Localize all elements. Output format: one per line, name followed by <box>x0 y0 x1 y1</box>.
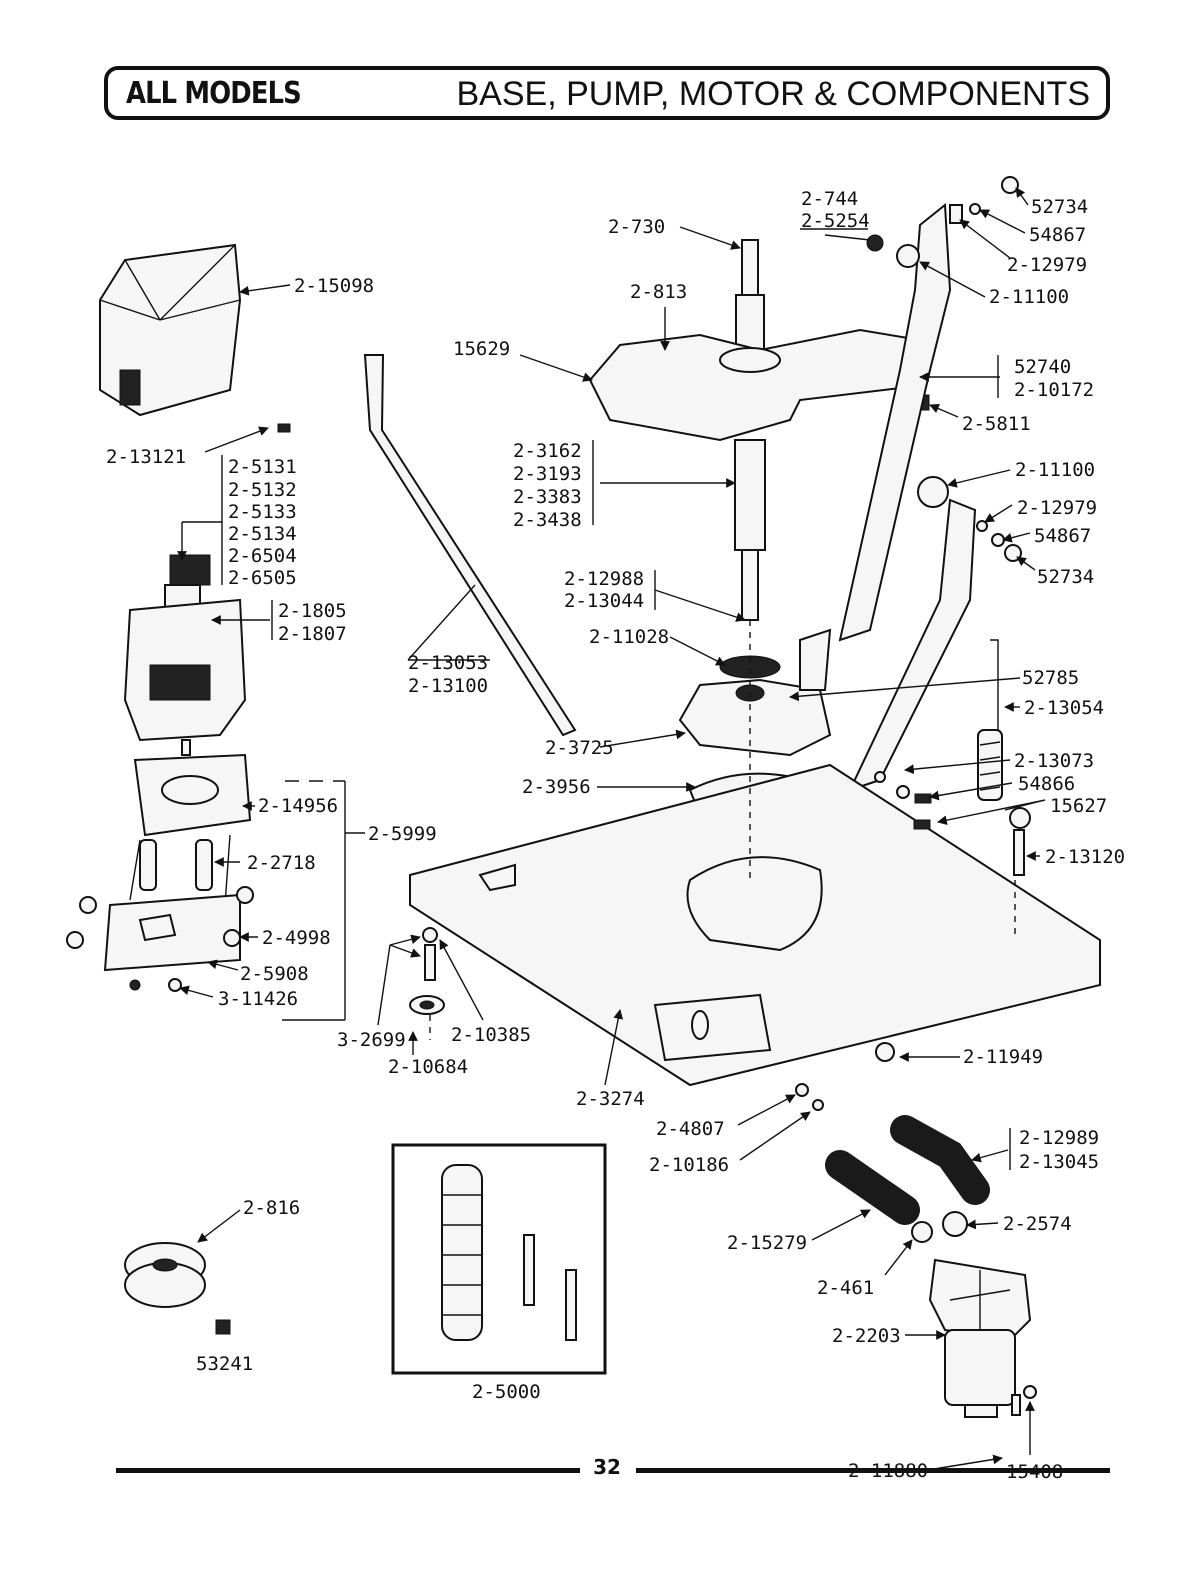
label-2-6504: 2-6504 <box>228 545 297 567</box>
label-2-10186: 2-10186 <box>649 1154 729 1176</box>
label-2-730: 2-730 <box>608 216 665 238</box>
label-2-13100: 2-13100 <box>408 675 488 697</box>
label-2-5254: 2-5254 <box>801 210 870 232</box>
label-2-3274: 2-3274 <box>576 1088 645 1110</box>
label-2-15098: 2-15098 <box>294 275 374 297</box>
label-15629: 15629 <box>453 338 510 360</box>
label-2-12988: 2-12988 <box>564 568 644 590</box>
label-2-10385: 2-10385 <box>451 1024 531 1046</box>
label-2-12979-top: 2-12979 <box>1007 254 1087 276</box>
label-52734-mid: 52734 <box>1037 566 1094 588</box>
label-2-6505: 2-6505 <box>228 567 297 589</box>
label-3-2699: 3-2699 <box>337 1029 406 1051</box>
label-15627: 15627 <box>1050 795 1107 817</box>
label-2-813: 2-813 <box>630 281 687 303</box>
label-52785: 52785 <box>1022 667 1079 689</box>
header-section-title: BASE, PUMP, MOTOR & COMPONENTS <box>456 75 1090 113</box>
label-2-2574: 2-2574 <box>1003 1213 1072 1235</box>
part-number-labels: 2-730 2-813 15629 2-744 2-5254 52734 548… <box>106 188 1125 1483</box>
label-2-15279: 2-15279 <box>727 1232 807 1254</box>
label-2-12989: 2-12989 <box>1019 1127 1099 1149</box>
label-2-5908: 2-5908 <box>240 963 309 985</box>
label-2-14956: 2-14956 <box>258 795 338 817</box>
label-2-13121: 2-13121 <box>106 446 186 468</box>
label-2-5134: 2-5134 <box>228 523 297 545</box>
footer-rule-right <box>636 1468 1110 1473</box>
label-2-11100-mid: 2-11100 <box>1015 459 1095 481</box>
label-2-13045: 2-13045 <box>1019 1151 1099 1173</box>
label-2-461: 2-461 <box>817 1277 874 1299</box>
label-52740: 52740 <box>1014 356 1071 378</box>
label-2-13073: 2-13073 <box>1014 750 1094 772</box>
motor-mount-part <box>66 753 254 992</box>
label-54867-top: 54867 <box>1029 224 1086 246</box>
label-2-13044: 2-13044 <box>564 590 644 612</box>
header-models-label: ALL MODELS <box>126 76 302 111</box>
foot-screw-part <box>409 927 445 1015</box>
motor-cover-part <box>99 243 242 417</box>
label-2-3162: 2-3162 <box>513 440 582 462</box>
base-plate-part <box>409 763 1101 1087</box>
label-54866: 54866 <box>1018 773 1075 795</box>
footer-rule-left <box>116 1468 580 1473</box>
label-2-2718: 2-2718 <box>247 852 316 874</box>
label-2-5811: 2-5811 <box>962 413 1031 435</box>
label-2-13054: 2-13054 <box>1024 697 1104 719</box>
label-2-11100-top: 2-11100 <box>989 286 1069 308</box>
label-53241: 53241 <box>196 1353 253 1375</box>
label-2-5132: 2-5132 <box>228 479 297 501</box>
motor-part <box>123 554 247 756</box>
label-3-11426: 3-11426 <box>218 988 298 1010</box>
label-54867-mid: 54867 <box>1034 525 1091 547</box>
label-2-4807: 2-4807 <box>656 1118 725 1140</box>
leader-lines <box>177 187 1046 1471</box>
label-2-11028: 2-11028 <box>589 626 669 648</box>
transmission-part <box>588 239 930 621</box>
label-2-744: 2-744 <box>801 188 858 210</box>
label-2-816: 2-816 <box>243 1197 300 1219</box>
label-2-1805: 2-1805 <box>278 600 347 622</box>
label-2-10172: 2-10172 <box>1014 379 1094 401</box>
page-header: ALL MODELS BASE, PUMP, MOTOR & COMPONENT… <box>104 66 1110 120</box>
label-2-3438: 2-3438 <box>513 509 582 531</box>
label-2-5000: 2-5000 <box>472 1381 541 1403</box>
label-2-13120: 2-13120 <box>1045 846 1125 868</box>
label-2-2203: 2-2203 <box>832 1325 901 1347</box>
pulley-part <box>124 1242 231 1335</box>
kit-box-part <box>391 1143 607 1375</box>
bracket-parts <box>838 203 977 792</box>
label-2-5133: 2-5133 <box>228 501 297 523</box>
label-2-3725: 2-3725 <box>545 737 614 759</box>
label-2-13053: 2-13053 <box>408 652 488 674</box>
page-number: 32 <box>593 1455 621 1479</box>
label-2-3956: 2-3956 <box>522 776 591 798</box>
label-2-4998: 2-4998 <box>262 927 331 949</box>
label-2-3193: 2-3193 <box>513 463 582 485</box>
label-2-5999: 2-5999 <box>368 823 437 845</box>
fastener-parts <box>277 176 1022 1111</box>
pump-part <box>928 1258 1037 1418</box>
hose-parts <box>825 1115 990 1243</box>
label-2-1807: 2-1807 <box>278 623 347 645</box>
rod-part <box>363 354 577 737</box>
label-2-12979-mid: 2-12979 <box>1017 497 1097 519</box>
clutch-assembly-part <box>678 628 832 757</box>
label-2-10684: 2-10684 <box>388 1056 468 1078</box>
label-2-5131: 2-5131 <box>228 456 297 478</box>
label-52734-top: 52734 <box>1031 196 1088 218</box>
label-2-11949: 2-11949 <box>963 1046 1043 1068</box>
label-2-3383: 2-3383 <box>513 486 582 508</box>
spring-part <box>977 639 1031 876</box>
